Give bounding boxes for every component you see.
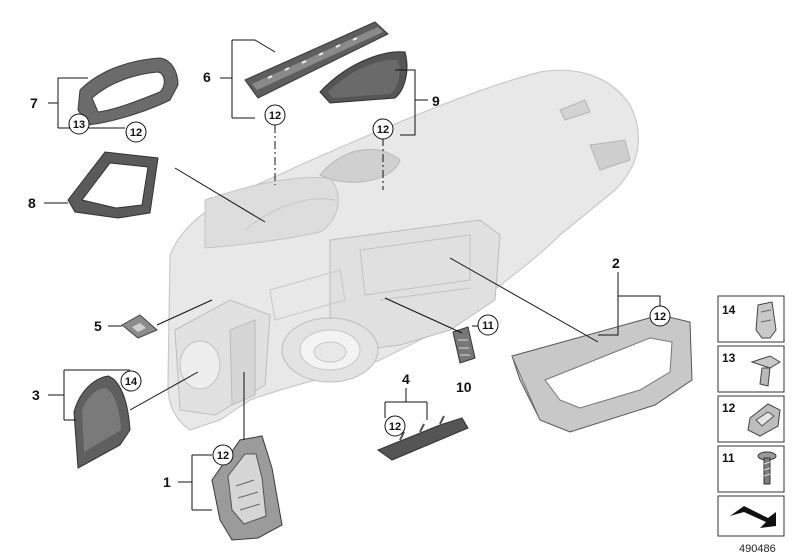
circle-ref-7-13: 13 — [68, 113, 90, 135]
svg-text:12: 12 — [269, 110, 281, 122]
svg-text:12: 12 — [377, 124, 389, 136]
part-5-small-grille[interactable] — [121, 314, 158, 339]
legend-item-11: 11 — [717, 445, 785, 493]
legend-item-13: 13 — [717, 345, 785, 393]
circle-ref-2-12: 12 — [649, 305, 671, 327]
part-6-defroster-grille[interactable] — [244, 21, 389, 99]
spring-clip-icon — [755, 301, 777, 339]
svg-text:11: 11 — [482, 320, 494, 332]
svg-text:12: 12 — [722, 401, 736, 415]
part-4-cover-strip[interactable] — [376, 415, 469, 461]
circle-ref-1-12: 12 — [212, 444, 234, 466]
dashboard-panel — [167, 69, 639, 431]
svg-text:14: 14 — [722, 303, 736, 317]
legend-item-12: 12 — [717, 395, 785, 443]
svg-text:12: 12 — [654, 311, 666, 323]
part-2-decor-trim-panel[interactable] — [511, 314, 693, 433]
fastener-legend: 14 13 12 11 — [717, 295, 785, 537]
part-7-display-trim-frame[interactable] — [77, 57, 179, 126]
clip-nut-icon — [747, 403, 781, 437]
part-8-display-surround[interactable] — [67, 151, 159, 219]
circle-ref-3-14: 14 — [120, 370, 142, 392]
circle-ref-7-12: 12 — [125, 121, 147, 143]
legend-item-arrow — [717, 495, 785, 537]
arrow-shape-icon — [730, 506, 776, 528]
part-10-bracket[interactable] — [452, 326, 476, 364]
clip-icon — [750, 355, 781, 387]
diagram-reference-number: 490486 — [739, 543, 776, 555]
circled-references: 12 13 12 12 12 14 12 12 11 — [68, 104, 671, 466]
svg-text:12: 12 — [389, 421, 401, 433]
callout-5: 5 — [94, 318, 102, 334]
callout-7: 7 — [30, 95, 38, 111]
svg-text:12: 12 — [130, 127, 142, 139]
circle-ref-9-12: 12 — [372, 118, 394, 140]
circle-ref-6-12: 12 — [264, 104, 286, 126]
circle-ref-10-11: 11 — [477, 314, 499, 336]
legend-item-14: 14 — [717, 295, 785, 343]
leader-lines — [44, 39, 661, 511]
callout-1: 1 — [163, 474, 171, 490]
svg-text:11: 11 — [722, 451, 735, 465]
callout-4: 4 — [402, 371, 410, 387]
part-9-speaker-grille[interactable] — [319, 51, 408, 104]
svg-text:13: 13 — [73, 119, 85, 131]
circle-ref-4-12: 12 — [384, 415, 406, 437]
svg-text:14: 14 — [125, 376, 138, 388]
svg-text:13: 13 — [722, 351, 736, 365]
callout-labels: 6 9 7 8 5 3 1 4 10 2 — [28, 69, 620, 490]
callout-2: 2 — [612, 255, 620, 271]
screw-icon — [757, 451, 777, 485]
callout-9: 9 — [432, 93, 440, 109]
part-3-side-cover[interactable] — [73, 375, 131, 469]
callout-8: 8 — [28, 195, 36, 211]
callout-6: 6 — [203, 69, 211, 85]
callout-3: 3 — [32, 387, 40, 403]
svg-text:12: 12 — [217, 450, 229, 462]
callout-10: 10 — [456, 379, 472, 395]
